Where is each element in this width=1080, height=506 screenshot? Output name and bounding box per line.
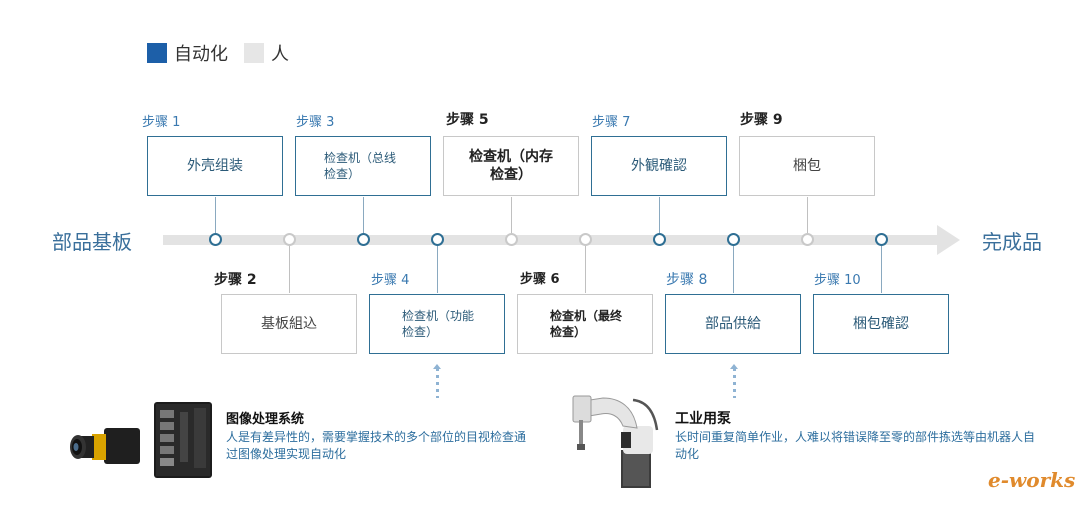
legend: 自动化 人 bbox=[147, 40, 305, 66]
timeline-dot-step1 bbox=[209, 233, 222, 246]
connector-step5 bbox=[511, 197, 512, 233]
timeline-dot-step8 bbox=[727, 233, 740, 246]
timeline-dot-step7 bbox=[653, 233, 666, 246]
step6-label: 步骤 6 bbox=[520, 272, 560, 287]
connector-step8 bbox=[733, 246, 734, 293]
vision-pointer-arrow bbox=[433, 364, 441, 398]
step1-box: 外壳组装 bbox=[147, 136, 283, 196]
step7-box: 外観確認 bbox=[591, 136, 727, 196]
timeline-dot-step9 bbox=[801, 233, 814, 246]
robot-pointer-arrow bbox=[730, 364, 738, 398]
timeline-dot-step2 bbox=[283, 233, 296, 246]
step5-label: 步骤 5 bbox=[446, 112, 489, 128]
step2-box: 基板組込 bbox=[221, 294, 357, 354]
step4-box: 检查机（功能检查） bbox=[369, 294, 505, 354]
connector-step1 bbox=[215, 197, 216, 233]
end-label: 完成品 bbox=[982, 230, 1042, 254]
step5-box: 检查机（内存检查） bbox=[443, 136, 579, 196]
connector-step2 bbox=[289, 246, 290, 293]
connector-step3 bbox=[363, 197, 364, 233]
connector-step10 bbox=[881, 246, 882, 293]
vision-system-description: 人是有差异性的，需要掌握技术的多个部位的目视检查通过图像处理实现自动化 bbox=[226, 430, 527, 461]
robot-title: 工业用泵 bbox=[675, 411, 731, 427]
step1-label: 步骤 1 bbox=[142, 115, 181, 130]
step9-label: 步骤 9 bbox=[740, 112, 783, 128]
automation-legend-label: 自动化 bbox=[174, 44, 228, 65]
scara-robot-image bbox=[572, 395, 659, 488]
step3-label: 步骤 3 bbox=[296, 115, 335, 130]
step8-label: 步骤 8 bbox=[666, 272, 708, 288]
timeline-dot-step10 bbox=[875, 233, 888, 246]
human-legend-label: 人 bbox=[271, 44, 289, 65]
eworks-watermark: e-works bbox=[988, 468, 1076, 492]
connector-step6 bbox=[585, 246, 586, 293]
connector-step7 bbox=[659, 197, 660, 233]
robot-description: 长时间重复简单作业，人难以将错误降至零的部件拣选等由机器人自动化 bbox=[675, 430, 1036, 461]
camera-controller-image bbox=[70, 402, 212, 478]
timeline-dot-step4 bbox=[431, 233, 444, 246]
step3-box: 检查机（总线检查） bbox=[295, 136, 431, 196]
timeline-dot-step6 bbox=[579, 233, 592, 246]
human-swatch bbox=[244, 43, 264, 63]
connector-step9 bbox=[807, 197, 808, 233]
start-label: 部品基板 bbox=[52, 230, 132, 254]
step2-label: 步骤 2 bbox=[214, 272, 257, 288]
step9-box: 梱包 bbox=[739, 136, 875, 196]
automation-swatch bbox=[147, 43, 167, 63]
step6-box: 检查机（最终检查） bbox=[517, 294, 653, 354]
step7-label: 步骤 7 bbox=[592, 115, 631, 130]
vision-system-title: 图像处理系统 bbox=[226, 412, 305, 427]
step10-box: 梱包確認 bbox=[813, 294, 949, 354]
step8-box: 部品供給 bbox=[665, 294, 801, 354]
step10-label: 步骤 10 bbox=[814, 273, 861, 288]
timeline-dot-step5 bbox=[505, 233, 518, 246]
timeline-dot-step3 bbox=[357, 233, 370, 246]
step4-label: 步骤 4 bbox=[371, 273, 410, 288]
connector-step4 bbox=[437, 246, 438, 293]
